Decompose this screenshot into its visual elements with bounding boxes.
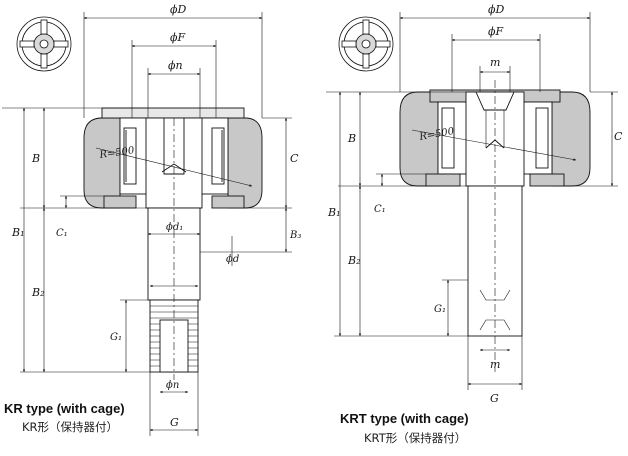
kr-end-view: [16, 16, 72, 72]
krt-label-m-bottom: m: [490, 358, 500, 371]
kr-label-C: C: [290, 152, 299, 165]
kr-label-R: R=500: [98, 145, 136, 161]
krt-label-B1: B₁: [327, 206, 341, 219]
kr-dimension-labels: ϕD ϕF ϕn R=500 B B₁ B₂ C₁ C B₃ ϕd₁ ϕd G₁…: [11, 3, 301, 429]
kr-label-C1: C₁: [56, 228, 68, 239]
kr-label-G: G: [170, 416, 179, 429]
kr-caption-subtitle: KR形（保持器付）: [22, 420, 119, 434]
kr-caption-title: KR type (with cage): [4, 401, 125, 416]
kr-label-F: ϕF: [170, 31, 185, 44]
krt-label-G: G: [490, 392, 499, 405]
krt-label-C1: C₁: [374, 204, 386, 215]
krt-label-D: ϕD: [488, 3, 504, 16]
krt-label-G1: G₁: [434, 304, 446, 315]
kr-label-B1: B₁: [11, 226, 25, 239]
krt-label-F: ϕF: [488, 25, 503, 38]
krt-caption-title: KRT type (with cage): [340, 411, 469, 426]
kr-label-B2: B₂: [31, 286, 45, 299]
kr-label-n: ϕn: [168, 59, 183, 72]
kr-dimension-lines: [2, 12, 292, 436]
krt-dimension-lines: [326, 12, 618, 390]
krt-label-B2: B₂: [347, 254, 361, 267]
krt-label-C: C: [614, 130, 623, 143]
krt-dimension-labels: ϕD ϕF m R=500 B B₁ B₂ C₁ C G₁ m G: [327, 3, 623, 405]
krt-label-B: B: [347, 132, 356, 145]
krt-end-view: [338, 16, 394, 72]
krt-bearing-section: [399, 80, 591, 372]
krt-label-m: m: [490, 56, 500, 69]
kr-label-B: B: [31, 152, 40, 165]
kr-label-n-bottom: ϕn: [166, 380, 179, 391]
kr-label-d1: ϕd₁: [166, 222, 183, 233]
kr-label-B3: B₃: [289, 230, 301, 241]
kr-label-d: ϕd: [226, 254, 239, 265]
krt-caption-subtitle: KRT形（保持器付）: [364, 431, 467, 445]
kr-label-G1: G₁: [110, 332, 122, 343]
kr-label-D: ϕD: [170, 3, 186, 16]
kr-bearing-section: [83, 107, 263, 380]
